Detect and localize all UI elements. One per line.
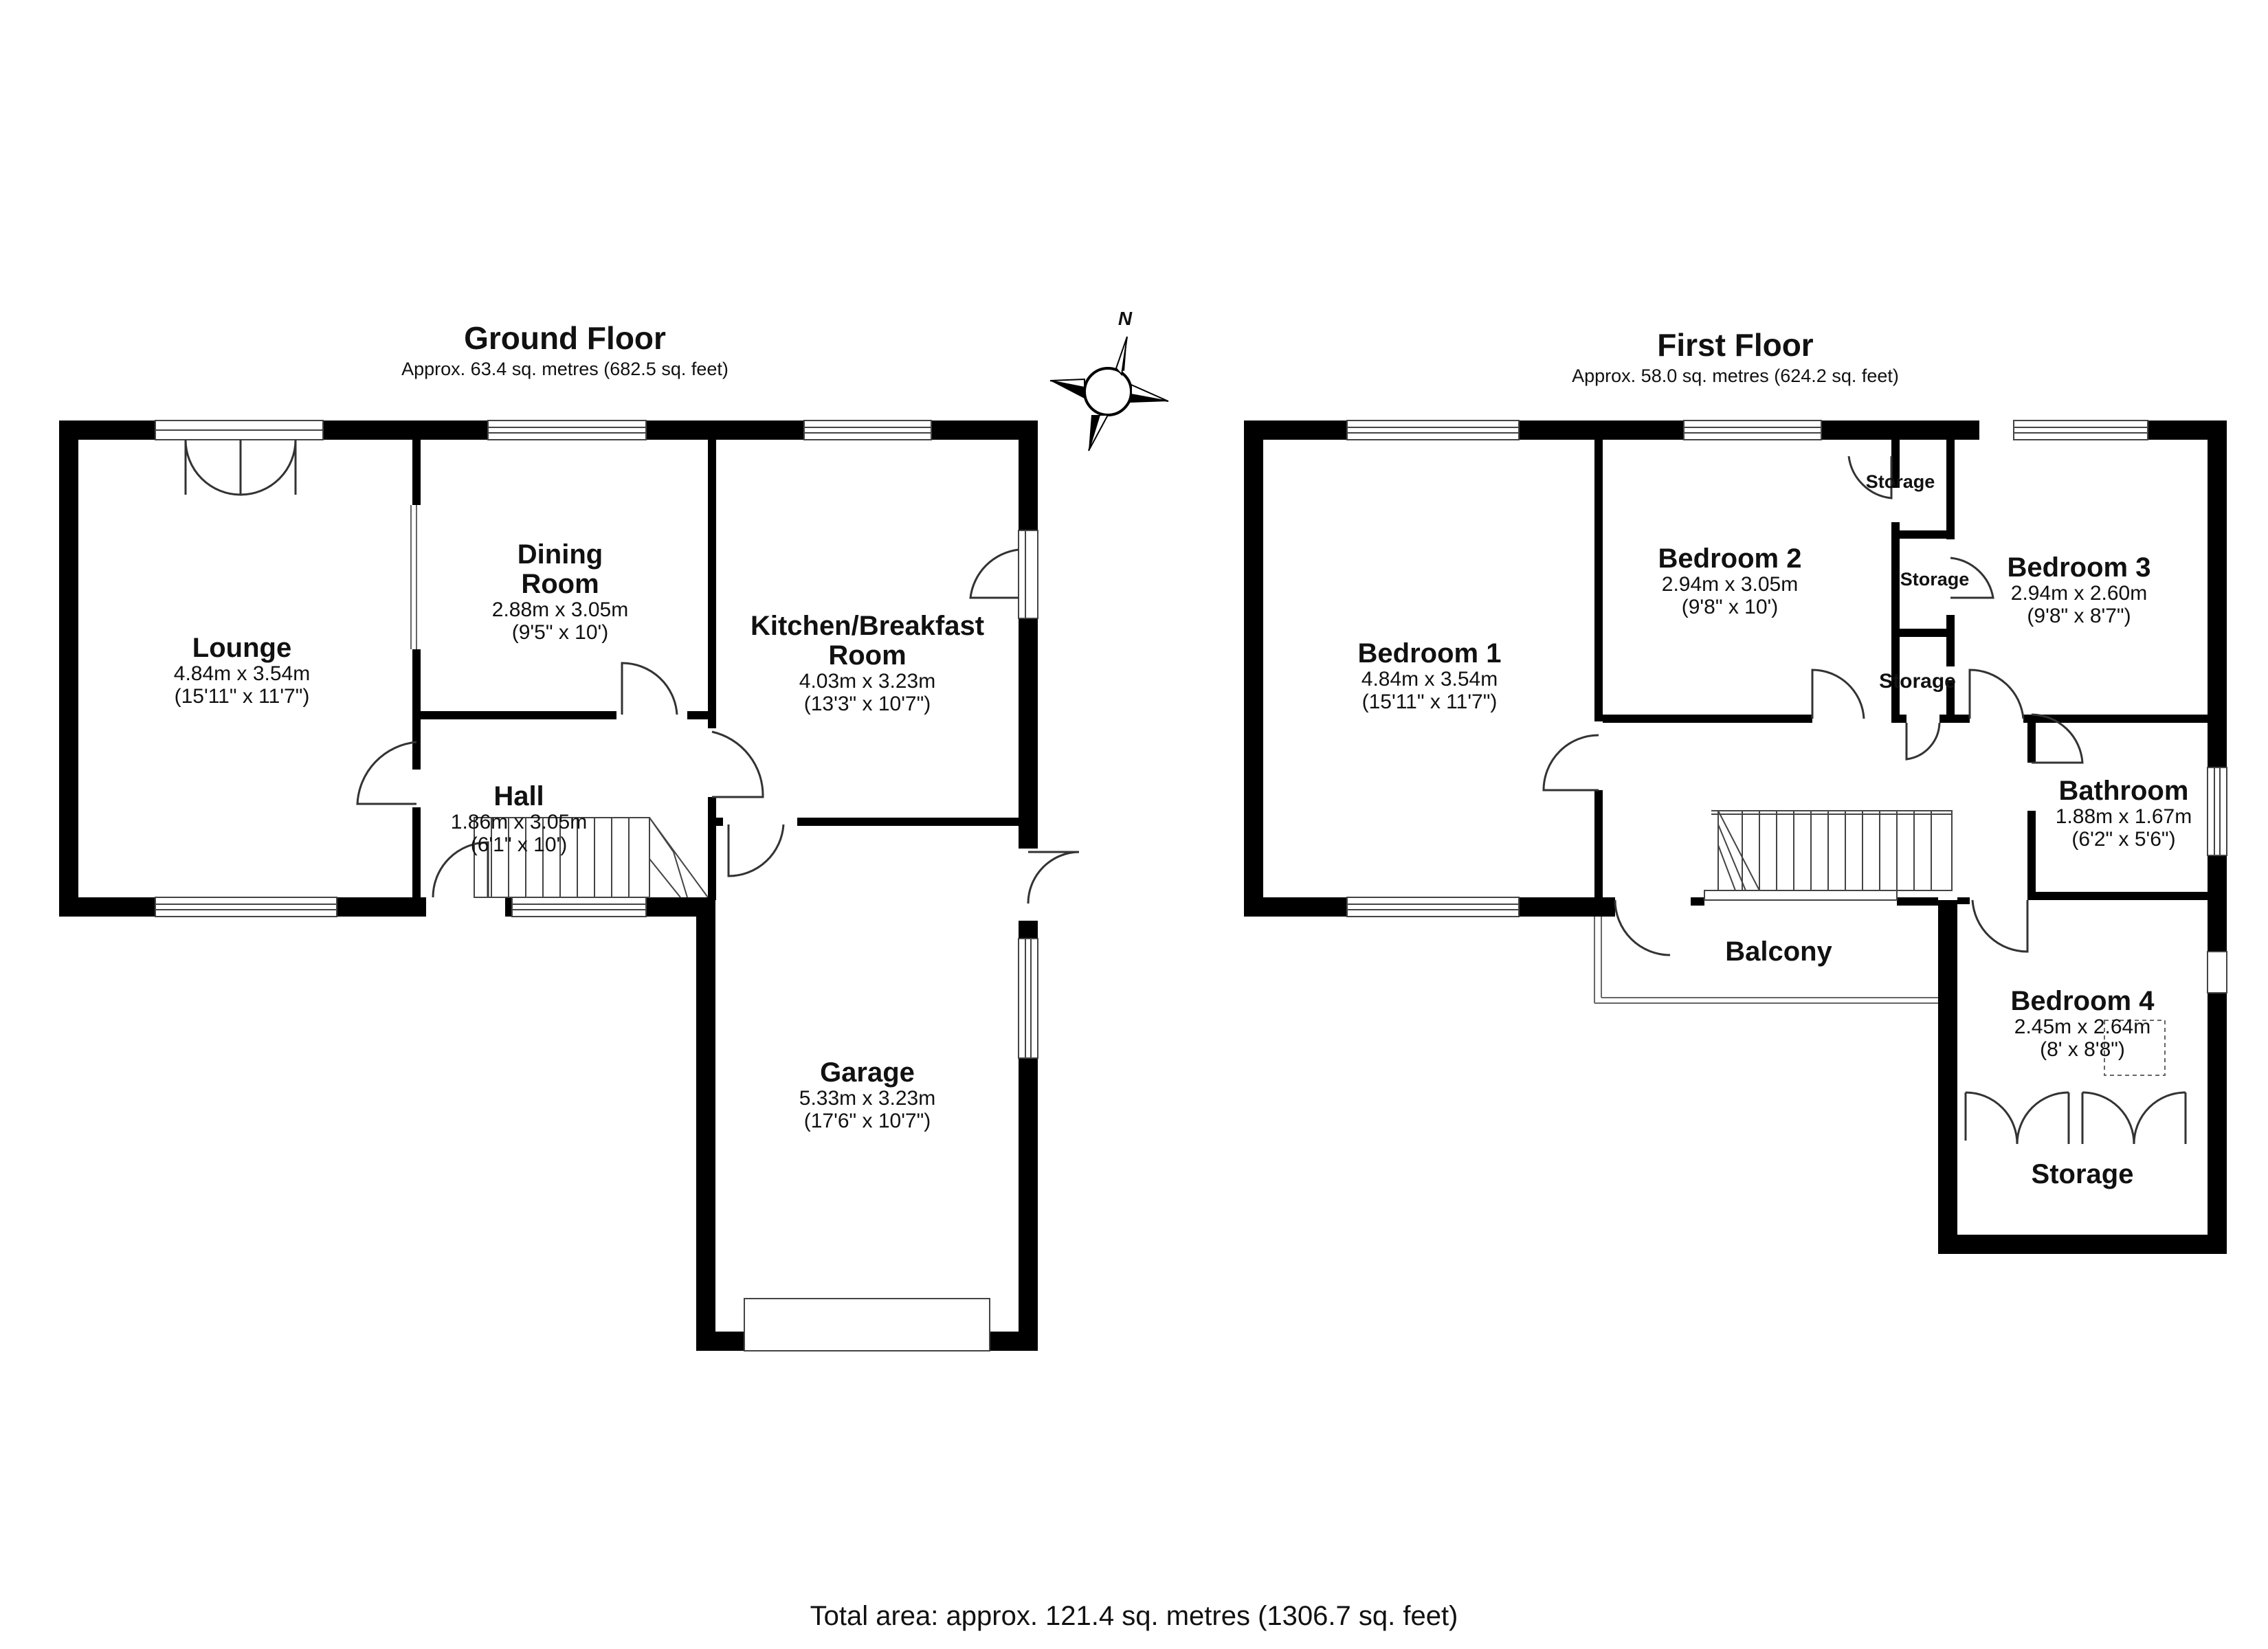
room-name: Hall — [493, 781, 544, 811]
room-bedroom-3: Bedroom 3 2.94m x 2.60m (9'8" x 8'7") — [2007, 552, 2151, 627]
storage-landing-label: Storage — [1879, 670, 1956, 693]
room-imperial: (17'6" x 10'7") — [803, 1109, 931, 1132]
ground-floor-walls — [59, 420, 1038, 1351]
room-name-line1: Dining — [517, 539, 603, 570]
room-lounge: Lounge 4.84m x 3.54m (15'11" x 11'7") — [174, 633, 310, 708]
room-metric: 1.88m x 1.67m — [2055, 805, 2192, 829]
room-metric: 5.33m x 3.23m — [799, 1087, 936, 1110]
total-area: Total area: approx. 121.4 sq. metres (13… — [810, 1601, 1458, 1631]
room-name: Lounge — [192, 633, 292, 663]
room-dining: Dining Room 2.88m x 3.05m (9'5" x 10') — [491, 539, 629, 644]
first-floor-title: First Floor — [1657, 327, 1814, 363]
room-kitchen: Kitchen/Breakfast Room 4.03m x 3.23m (13… — [750, 611, 985, 715]
room-name: Storage — [2031, 1159, 2134, 1189]
room-metric: 4.03m x 3.23m — [799, 670, 936, 693]
compass-north-label: N — [1118, 308, 1133, 329]
compass-icon — [1049, 336, 1169, 451]
room-metric: 2.88m x 3.05m — [491, 598, 629, 622]
balcony-railing — [1594, 917, 1938, 1004]
room-storage-bedroom4: Storage — [2031, 1159, 2134, 1189]
room-imperial: (8' x 8'8") — [2040, 1037, 2125, 1061]
room-bedroom-4: Bedroom 4 2.45m x 2.64m (8' x 8'8") — [2010, 986, 2155, 1061]
room-bathroom: Bathroom 1.88m x 1.67m (6'2" x 5'6") — [2056, 776, 2192, 851]
room-balcony: Balcony — [1725, 936, 1832, 967]
room-name-line2: Room — [521, 569, 599, 600]
room-metric: 2.45m x 2.64m — [2014, 1016, 2151, 1039]
room-imperial: (13'3" x 10'7") — [803, 692, 931, 715]
room-hall: Hall 1.86m x 3.05m (6'1" x 10') — [450, 781, 588, 856]
storage-mid-label: Storage — [1900, 569, 1970, 590]
ground-floor-title: Ground Floor — [464, 320, 666, 356]
doors — [184, 439, 2187, 1145]
first-floor-area: Approx. 58.0 sq. metres (624.2 sq. feet) — [1572, 366, 1899, 386]
windows — [155, 420, 2227, 1351]
room-bedroom-1: Bedroom 1 4.84m x 3.54m (15'11" x 11'7") — [1357, 638, 1502, 713]
room-metric: 2.94m x 3.05m — [1661, 573, 1799, 596]
room-name: Bedroom 1 — [1357, 638, 1502, 669]
stairs — [474, 810, 1953, 898]
ground-floor-area: Approx. 63.4 sq. metres (682.5 sq. feet) — [401, 359, 729, 379]
room-imperial: (15'11" x 11'7") — [1361, 690, 1498, 713]
room-metric: 1.86m x 3.05m — [450, 811, 588, 834]
room-name: Bedroom 4 — [2010, 986, 2155, 1016]
room-imperial: (6'2" x 5'6") — [2071, 827, 2176, 851]
room-metric: 4.84m x 3.54m — [1361, 668, 1498, 691]
room-name: Bedroom 2 — [1658, 543, 1802, 574]
room-bedroom-2: Bedroom 2 2.94m x 3.05m (9'8" x 10') — [1658, 543, 1802, 618]
room-imperial: (9'5" x 10') — [511, 620, 609, 644]
room-name: Bedroom 3 — [2007, 552, 2151, 583]
room-name: Garage — [820, 1057, 915, 1088]
room-metric: 4.84m x 3.54m — [173, 662, 311, 686]
room-name: Bathroom — [2058, 776, 2189, 806]
first-floor-walls — [1244, 420, 2227, 1254]
room-name-line2: Room — [828, 640, 907, 671]
sliding-partition — [410, 505, 417, 649]
storage-top-label: Storage — [1865, 471, 1935, 492]
room-imperial: (6'1" x 10') — [470, 833, 568, 856]
room-garage: Garage 5.33m x 3.23m (17'6" x 10'7") — [799, 1057, 936, 1132]
room-imperial: (15'11" x 11'7") — [174, 684, 310, 708]
room-name: Balcony — [1725, 936, 1832, 967]
room-imperial: (9'8" x 10') — [1681, 595, 1779, 618]
room-imperial: (9'8" x 8'7") — [2027, 604, 2131, 627]
room-name-line1: Kitchen/Breakfast — [750, 611, 985, 641]
room-metric: 2.94m x 2.60m — [2010, 582, 2148, 605]
loft-hatch — [2104, 1020, 2166, 1076]
